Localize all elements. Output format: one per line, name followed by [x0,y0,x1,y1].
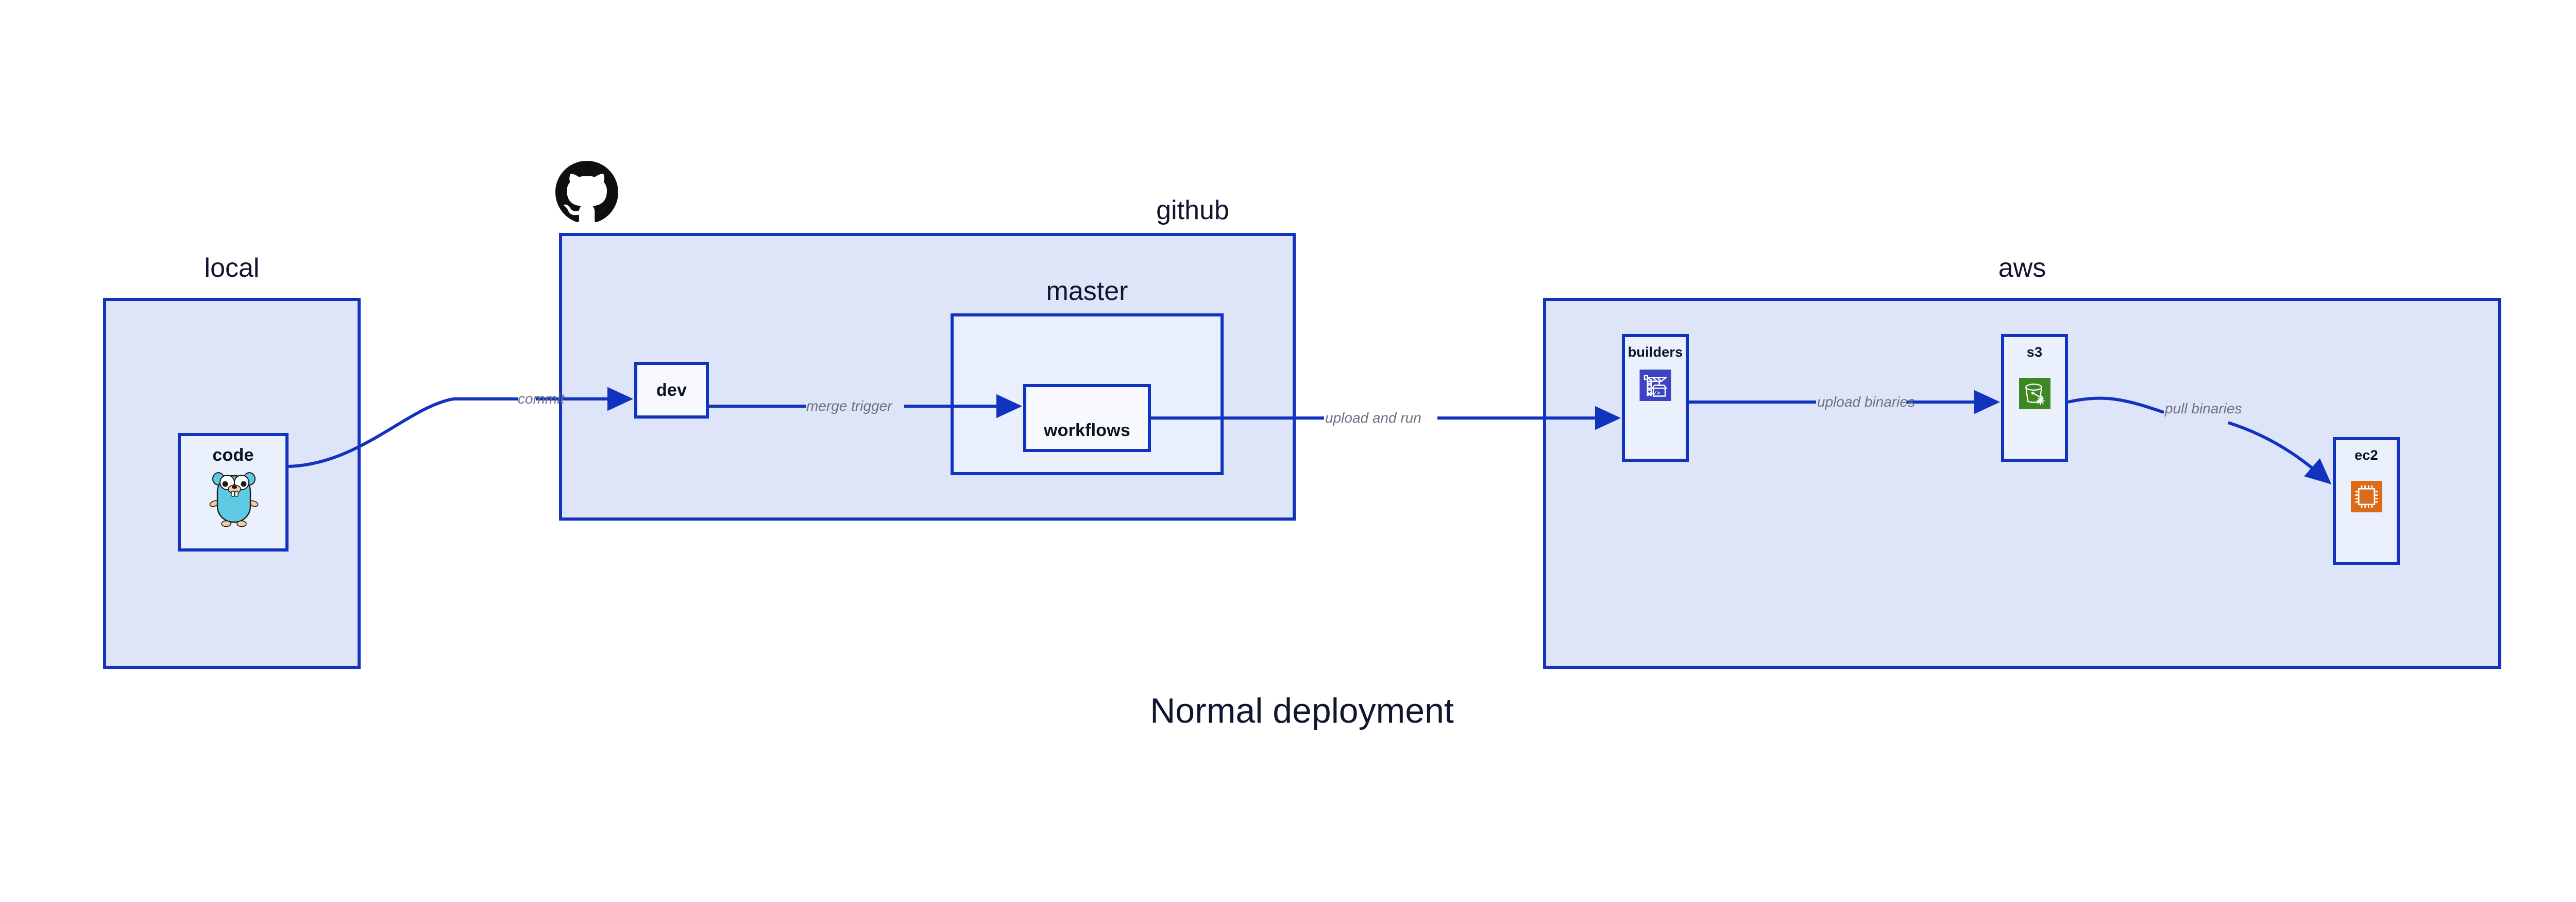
edge-label-pull-binaries: pull binaries [2165,400,2242,416]
edge-label-upload-binaries: upload binaries [1817,394,1915,410]
group-master-label: master [1046,276,1128,306]
cpu-chip-icon [2351,481,2382,512]
node-ec2-label: ec2 [2354,447,2378,463]
node-code-label: code [212,445,254,465]
diagram-title: Normal deployment [0,691,2576,731]
s3-bucket-icon [2019,378,2050,409]
group-local-label: local [204,253,260,283]
svg-text:</>: </> [1651,391,1660,397]
node-dev-label: dev [656,380,687,400]
node-builders-label: builders [1628,344,1683,360]
crane-code-icon: </> [1639,370,1671,401]
group-github-label: github [1156,195,1229,225]
node-s3-label: s3 [2026,344,2043,360]
edge-label-commit: commit [518,391,565,407]
node-workflows[interactable]: workflows [1023,384,1151,452]
node-workflows-label: workflows [1043,420,1131,440]
go-gopher-icon [209,465,259,527]
edge-label-upload-and-run: upload and run [1325,410,1421,426]
group-aws-label: aws [1998,253,2046,283]
diagram-title-text: Normal deployment [1150,691,1454,730]
edge-label-merge-trigger: merge trigger [806,398,892,414]
github-octocat-icon [555,161,618,224]
node-dev[interactable]: dev [634,362,709,419]
